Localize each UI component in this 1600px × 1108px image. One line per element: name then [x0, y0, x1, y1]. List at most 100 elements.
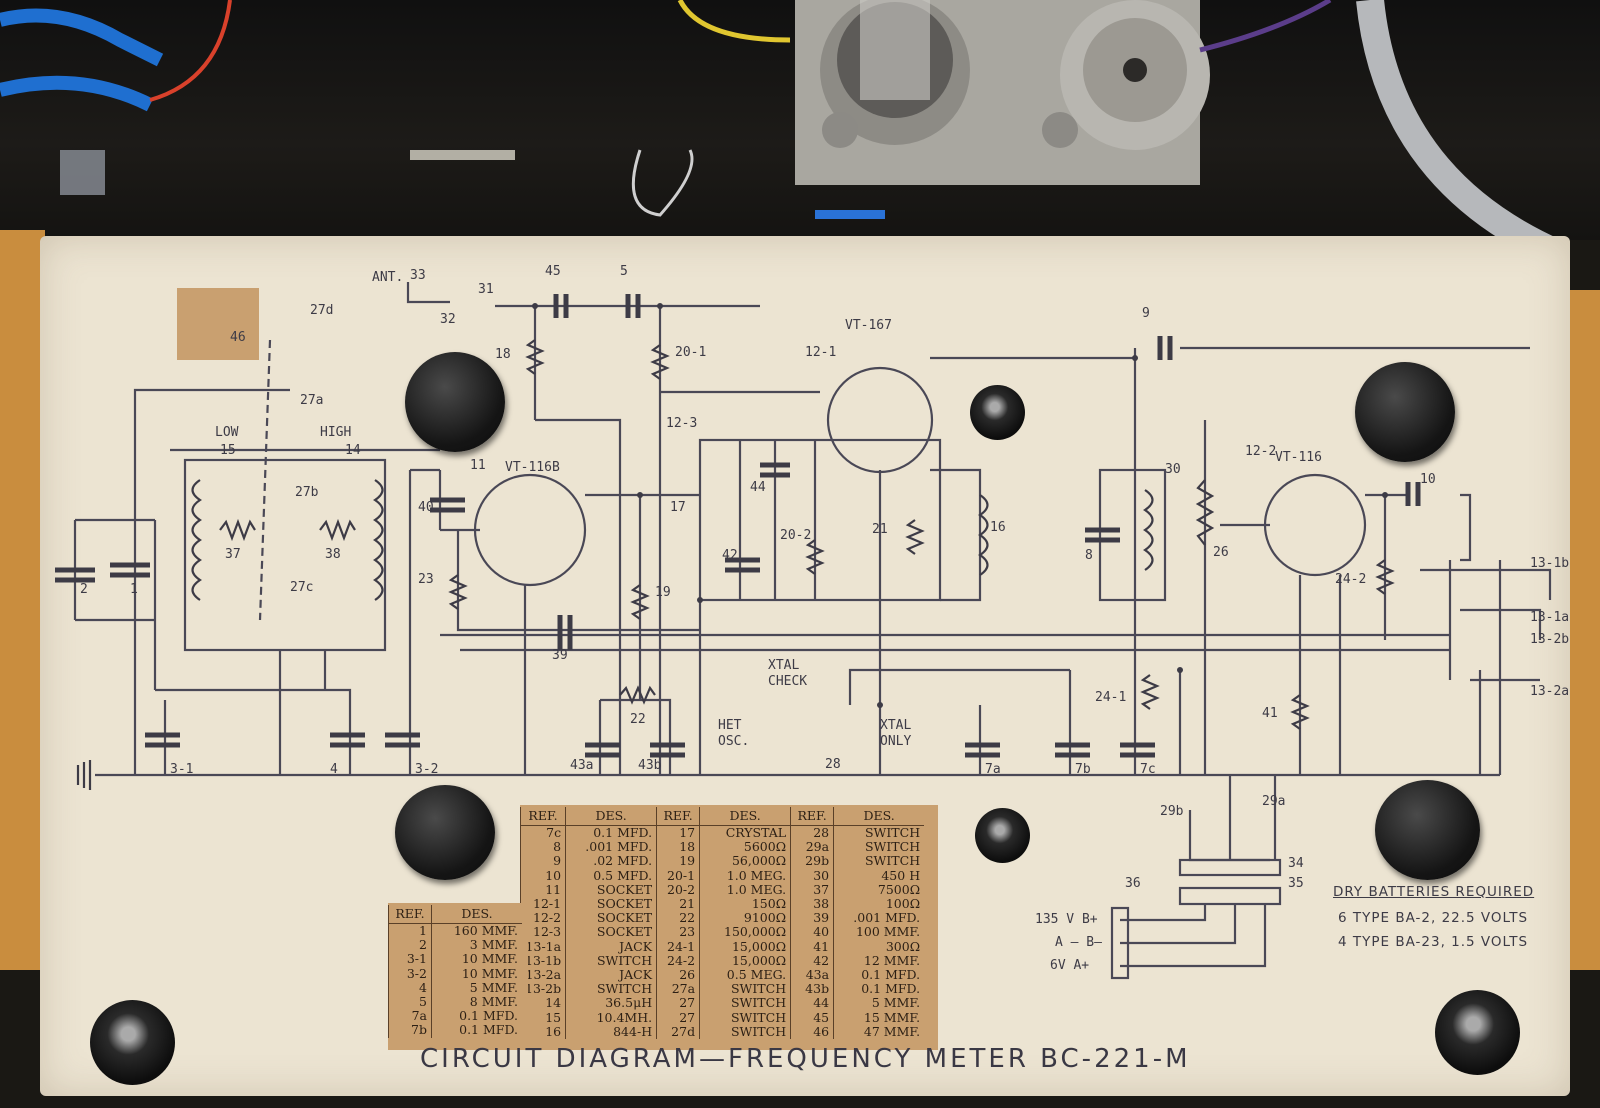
- plug-button-top-right[interactable]: [1355, 362, 1455, 462]
- des-cell: 150Ω: [699, 896, 791, 912]
- ref-cell: 12-2: [519, 911, 566, 926]
- des-cell: SWITCH: [565, 953, 657, 969]
- battery-line-1: 6 TYPE BA-2, 22.5 VOLTS: [1338, 910, 1529, 926]
- ref-cell: 29b: [790, 854, 834, 869]
- col-des: DES.: [565, 807, 657, 826]
- ref-cell: 13-2a: [519, 967, 566, 983]
- plug-button-top-left[interactable]: [405, 352, 505, 452]
- des-cell: 10.4MH.: [565, 1010, 657, 1025]
- component-label: 12-3: [666, 416, 698, 431]
- des-cell: SWITCH: [833, 854, 925, 869]
- ref-cell: 18: [656, 840, 700, 855]
- component-label: 1: [130, 582, 138, 597]
- des-cell: .02 MFD.: [565, 854, 657, 869]
- ref-cell: 7b: [388, 1023, 432, 1038]
- component-label: 37: [225, 547, 241, 562]
- chassis-components: [0, 0, 1562, 240]
- des-cell: 0.1 MFD.: [833, 967, 925, 983]
- des-cell: 0.1 MFD.: [431, 1009, 522, 1024]
- des-cell: 0.1 MFD.: [431, 1023, 522, 1038]
- ref-cell: 19: [656, 854, 700, 869]
- component-label: 17: [670, 500, 686, 515]
- ref-cell: 14: [519, 996, 566, 1011]
- ref-cell: 38: [790, 896, 834, 912]
- component-label: 27c: [290, 580, 314, 595]
- component-label: 27d: [310, 303, 334, 318]
- ref-cell: 24-2: [656, 953, 700, 969]
- label-antenna: ANT.: [372, 270, 404, 285]
- component-label: 13-2a: [1530, 684, 1570, 699]
- des-cell: .001 MFD.: [565, 840, 657, 855]
- tube-label-vt116: VT-116: [1275, 450, 1322, 465]
- col-ref: REF.: [656, 807, 700, 826]
- des-cell: 0.1 MFD.: [833, 982, 925, 997]
- des-cell: 8 MMF.: [431, 994, 522, 1010]
- des-cell: 100 MMF.: [833, 925, 925, 940]
- component-label: 33: [410, 268, 426, 283]
- des-cell: 5600Ω: [699, 840, 791, 855]
- chassis-left-edge: [0, 230, 45, 970]
- component-label: 26: [1213, 545, 1229, 560]
- component-label: 9: [1142, 306, 1150, 321]
- ref-cell: 7c: [519, 825, 566, 841]
- des-cell: 0.1 MFD.: [565, 825, 657, 841]
- col-ref: REF.: [388, 905, 432, 924]
- des-cell: SWITCH: [565, 982, 657, 997]
- des-cell: 1.0 MEG.: [699, 882, 791, 898]
- plug-button-bottom-right[interactable]: [1375, 780, 1480, 880]
- ref-cell: 27a: [656, 982, 700, 997]
- terminal-b-plus: 135 V B+: [1035, 912, 1098, 927]
- ref-cell: 43b: [790, 982, 834, 997]
- ref-cell: 17: [656, 825, 700, 841]
- component-label: 27b: [295, 485, 319, 500]
- ref-cell: 22: [656, 911, 700, 926]
- component-label: 21: [872, 522, 888, 537]
- des-cell: 9100Ω: [699, 911, 791, 926]
- des-cell: 15,000Ω: [699, 939, 791, 954]
- component-label: 12-2: [1245, 444, 1277, 459]
- des-cell: 5 MMF.: [431, 980, 522, 996]
- component-label: 45: [545, 264, 561, 279]
- des-cell: 0.5 MFD.: [565, 868, 657, 883]
- ref-cell: 9: [519, 854, 566, 869]
- ref-cell: 27: [656, 996, 700, 1011]
- tube-label-vt116b: VT-116B: [505, 460, 560, 475]
- component-label: 13-2b: [1530, 632, 1570, 647]
- col-des: DES.: [699, 807, 791, 826]
- ref-cell: 20-2: [656, 882, 700, 898]
- des-cell: 10 MMF.: [431, 952, 522, 967]
- des-cell: 56,000Ω: [699, 854, 791, 869]
- plug-button-bottom-left[interactable]: [395, 785, 495, 880]
- component-label: 39: [552, 648, 568, 663]
- ref-cell: 44: [790, 996, 834, 1011]
- label-xtal-check: XTAL CHECK: [768, 658, 808, 689]
- ref-cell: 21: [656, 896, 700, 912]
- component-label: 2: [80, 582, 88, 597]
- des-cell: 15 MMF.: [833, 1010, 925, 1025]
- des-cell: 3 MMF.: [431, 938, 522, 953]
- des-cell: SOCKET: [565, 911, 657, 926]
- component-label: 3-1: [170, 762, 194, 777]
- des-cell: 36.5μH: [565, 996, 657, 1011]
- ref-cell: 11: [519, 882, 566, 898]
- component-label: 36: [1125, 876, 1141, 891]
- label-low: LOW: [215, 425, 239, 440]
- component-label: 44: [750, 480, 766, 495]
- col-des: DES.: [833, 807, 925, 826]
- ref-cell: 27: [656, 1010, 700, 1025]
